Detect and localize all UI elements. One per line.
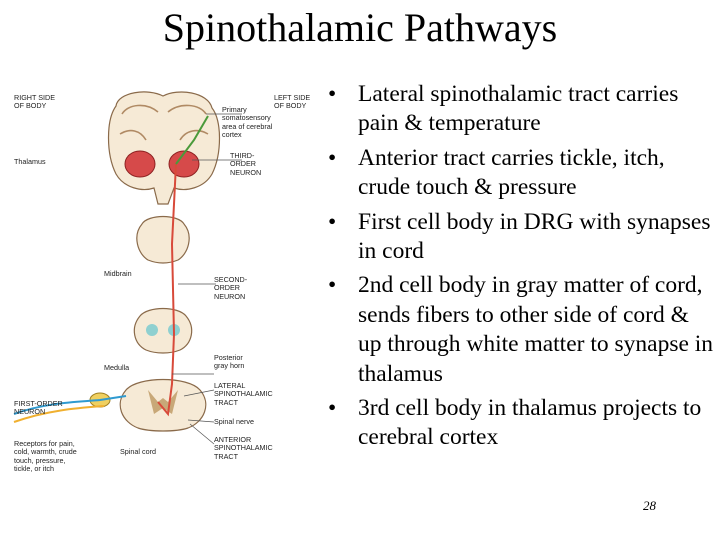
label-anterior-tract: ANTERIOR SPINOTHALAMIC TRACT (214, 435, 273, 461)
bullet-glyph: • (328, 81, 337, 107)
third-order-fiber (175, 115, 209, 165)
ascending-tract-fiber (157, 163, 177, 417)
spinal-gray-matter (148, 390, 178, 414)
label-left-side: LEFT SIDE OF BODY (274, 93, 311, 111)
label-midbrain: Midbrain (104, 269, 132, 278)
thalamus-right (124, 150, 156, 178)
leader-lines (172, 113, 242, 445)
brain-gyri (119, 104, 209, 141)
label-medulla: Medulla (104, 363, 130, 372)
bullet-glyph: • (328, 272, 337, 299)
pathway-illustration (13, 91, 242, 445)
bullet-item: • 2nd cell body in gray matter of cord, s… (324, 271, 716, 389)
page-number: 28 (643, 498, 656, 513)
label-right-side: RIGHT SIDE OF BODY (14, 93, 56, 111)
bullet-item: • Lateral spinothalamic tract carries pai… (324, 80, 716, 139)
medulla-nucleus-right (146, 324, 158, 336)
first-order-neuron-fiber (13, 395, 127, 415)
slide-title: Spinothalamic Pathways (162, 5, 558, 50)
bullet-glyph: • (328, 395, 337, 422)
spinal-nerve (13, 405, 105, 423)
bullet-glyph: • (328, 144, 337, 171)
bullet-item: • 3rd cell body in thalamus projects to c… (324, 394, 716, 453)
label-lateral-tract: LATERAL SPINOTHALAMIC TRACT (214, 381, 273, 407)
label-posterior-horn: Posterior gray horn (214, 353, 245, 371)
bullet-item: • First cell body in DRG with synapses in… (324, 208, 716, 267)
medulla-section (133, 307, 193, 354)
bullet-glyph: • (328, 208, 337, 235)
label-second-order: SECOND- ORDER NEURON (214, 275, 248, 301)
label-spinal-nerve: Spinal nerve (214, 417, 254, 426)
label-first-order: FIRST-ORDER NEURON (14, 399, 63, 417)
label-cortex: Primary somatosensory area of cerebral c… (222, 105, 273, 139)
spinothalamic-pathway-figure: RIGHT SIDE OF BODY LEFT SIDE OF BODY Pri… (8, 84, 318, 494)
bullet-text: 2nd cell body in gray matter of cord, se… (358, 272, 714, 387)
bullet-list: • Lateral spinothalamic tract carries pai… (324, 80, 716, 458)
bullet-text: Anterior tract carries tickle, itch, cru… (358, 144, 665, 201)
brain-section (107, 91, 221, 205)
label-thalamus: Thalamus (14, 157, 46, 166)
bullet-text: 3rd cell body in thalamus projects to ce… (358, 395, 702, 451)
label-third-order: THIRD- ORDER NEURON (230, 151, 262, 177)
label-receptors: Receptors for pain, cold, warmth, crude … (14, 439, 77, 473)
bullet-item: • Anterior tract carries tickle, itch, cr… (324, 144, 716, 203)
midbrain-section (136, 215, 190, 264)
bullet-text: Lateral spinothalamic tract carries pain… (358, 81, 679, 137)
bullet-text: First cell body in DRG with synapses in … (358, 208, 711, 265)
label-spinal-cord: Spinal cord (120, 447, 156, 456)
